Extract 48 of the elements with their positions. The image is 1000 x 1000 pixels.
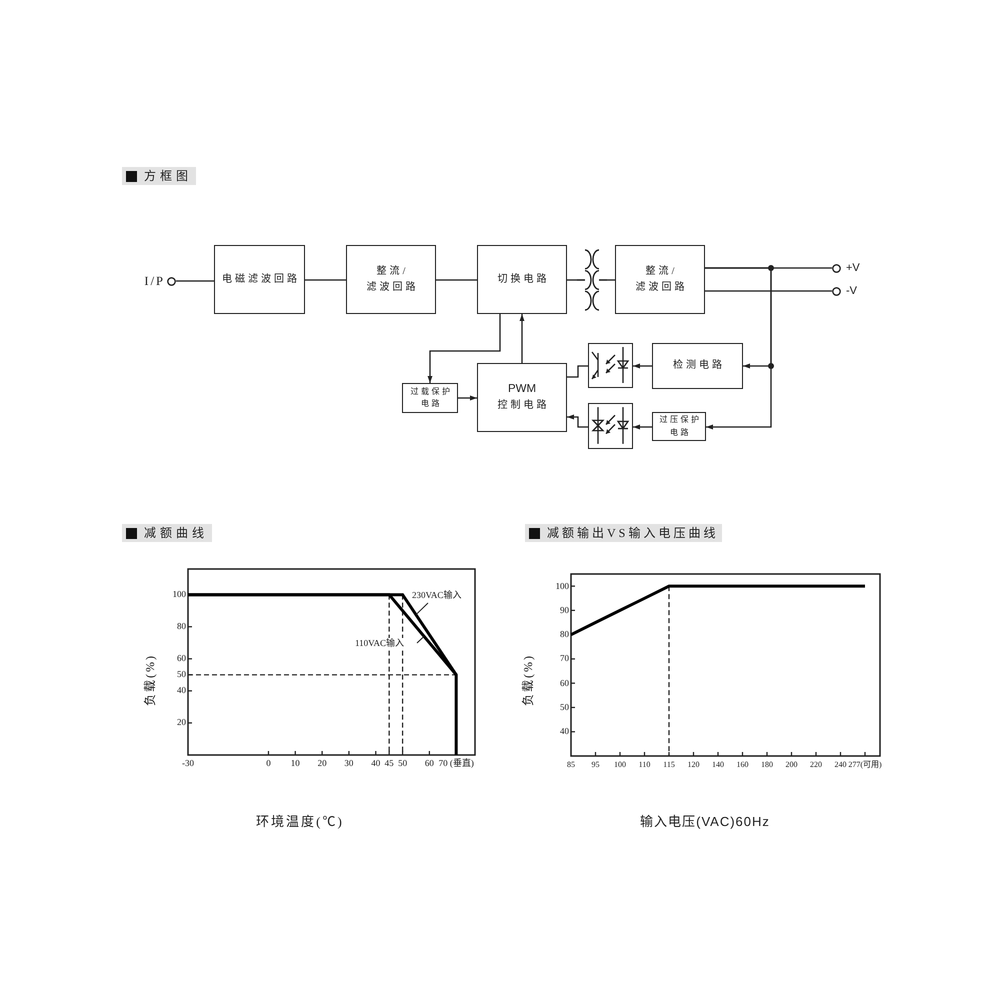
tick-label: 140 <box>712 759 724 770</box>
tick-label: 45 <box>384 758 394 769</box>
tick-label: 80 <box>560 629 569 640</box>
tick-label: 80 <box>177 621 186 632</box>
tick-label: 70 <box>560 653 569 664</box>
heading-text: 减额输出VS输入电压曲线 <box>547 526 718 540</box>
tick-label: 70 (垂直) <box>438 758 474 769</box>
terminal-label: -V <box>846 284 857 299</box>
axis-title: 输入电压(VAC)60Hz <box>640 814 770 830</box>
tick-label: 95 <box>592 759 600 770</box>
tick-label: 60 <box>424 758 434 769</box>
tick-label: 60 <box>560 678 569 689</box>
tick-label: 277(可用) <box>848 759 882 770</box>
tick-label: 50 <box>560 702 569 713</box>
series-label: 110VAC输入 <box>355 638 404 649</box>
tick-label: 160 <box>736 759 748 770</box>
tick-label: 220 <box>810 759 822 770</box>
tick-label: 240 <box>834 759 846 770</box>
tick-label: 110 <box>638 759 650 770</box>
tick-label: 90 <box>560 604 569 616</box>
tick-label: 20 <box>177 717 186 728</box>
axis-title: 负载(%) <box>143 654 157 706</box>
tick-label: 0 <box>266 758 271 769</box>
tick-label: 100 <box>172 589 186 600</box>
tick-label: 115 <box>663 759 675 770</box>
heading-text: 减额曲线 <box>144 526 208 540</box>
tick-label: 120 <box>688 759 700 770</box>
tick-label: 40 <box>177 685 186 696</box>
tick-label: 40 <box>371 758 380 769</box>
tick-label: -30 <box>182 758 194 769</box>
series-label: 230VAC输入 <box>412 590 462 601</box>
tick-label: 200 <box>786 759 798 770</box>
tick-label: 50 <box>398 758 408 769</box>
tick-label: 100 <box>614 759 626 770</box>
heading-text: 方框图 <box>144 169 192 183</box>
tick-label: 50 <box>177 669 186 680</box>
tick-label: 180 <box>761 759 773 770</box>
tick-label: 30 <box>344 758 354 769</box>
tick-label: 60 <box>177 653 186 664</box>
terminal-label: +V <box>846 261 860 276</box>
axis-title: 环境温度(℃) <box>256 814 344 830</box>
tick-label: 40 <box>560 726 569 738</box>
tick-label: 10 <box>290 758 300 769</box>
tick-label: 20 <box>318 758 327 769</box>
terminal-label: I/P <box>144 273 165 289</box>
tick-label: 85 <box>567 759 575 770</box>
axis-title: 负载(%) <box>521 654 535 706</box>
tick-label: 100 <box>556 580 569 592</box>
